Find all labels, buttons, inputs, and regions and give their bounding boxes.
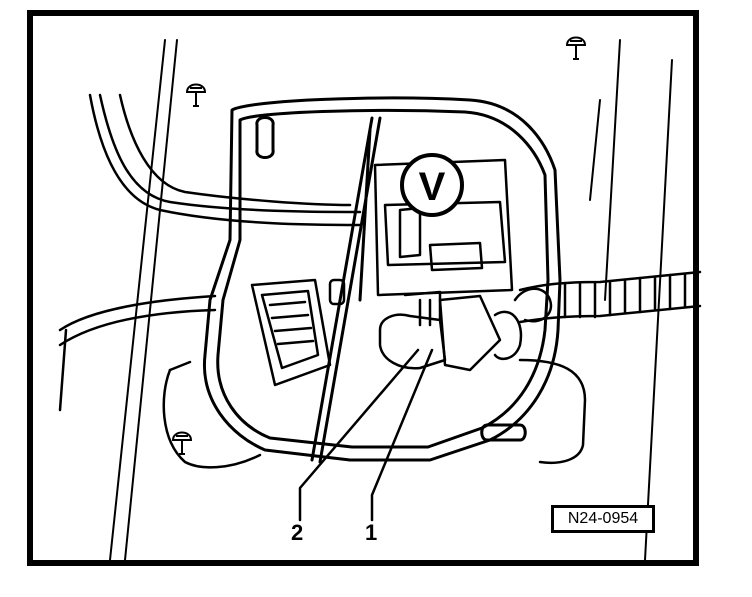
callout-label-2: 2 [291,520,304,545]
valve-marker-label: V [419,165,446,209]
reference-code: N24-0954 [567,510,639,527]
corrugated-harness [513,270,702,324]
valve-module [373,158,514,297]
lower-right-cover [518,358,587,464]
valve-marker: V [400,153,464,217]
callout-label-1: 1 [365,520,378,545]
callout-leaders [298,348,434,522]
mounting-screw-icons [171,36,587,455]
reference-code-box: N24-0954 [551,505,655,533]
left-connector [250,278,346,387]
lower-bracket [162,360,262,469]
divider-plate [310,116,382,464]
mounting-plate [202,96,562,462]
plug-connectors [378,290,523,372]
background-panel-lines [109,39,673,561]
left-hoses [58,93,362,412]
